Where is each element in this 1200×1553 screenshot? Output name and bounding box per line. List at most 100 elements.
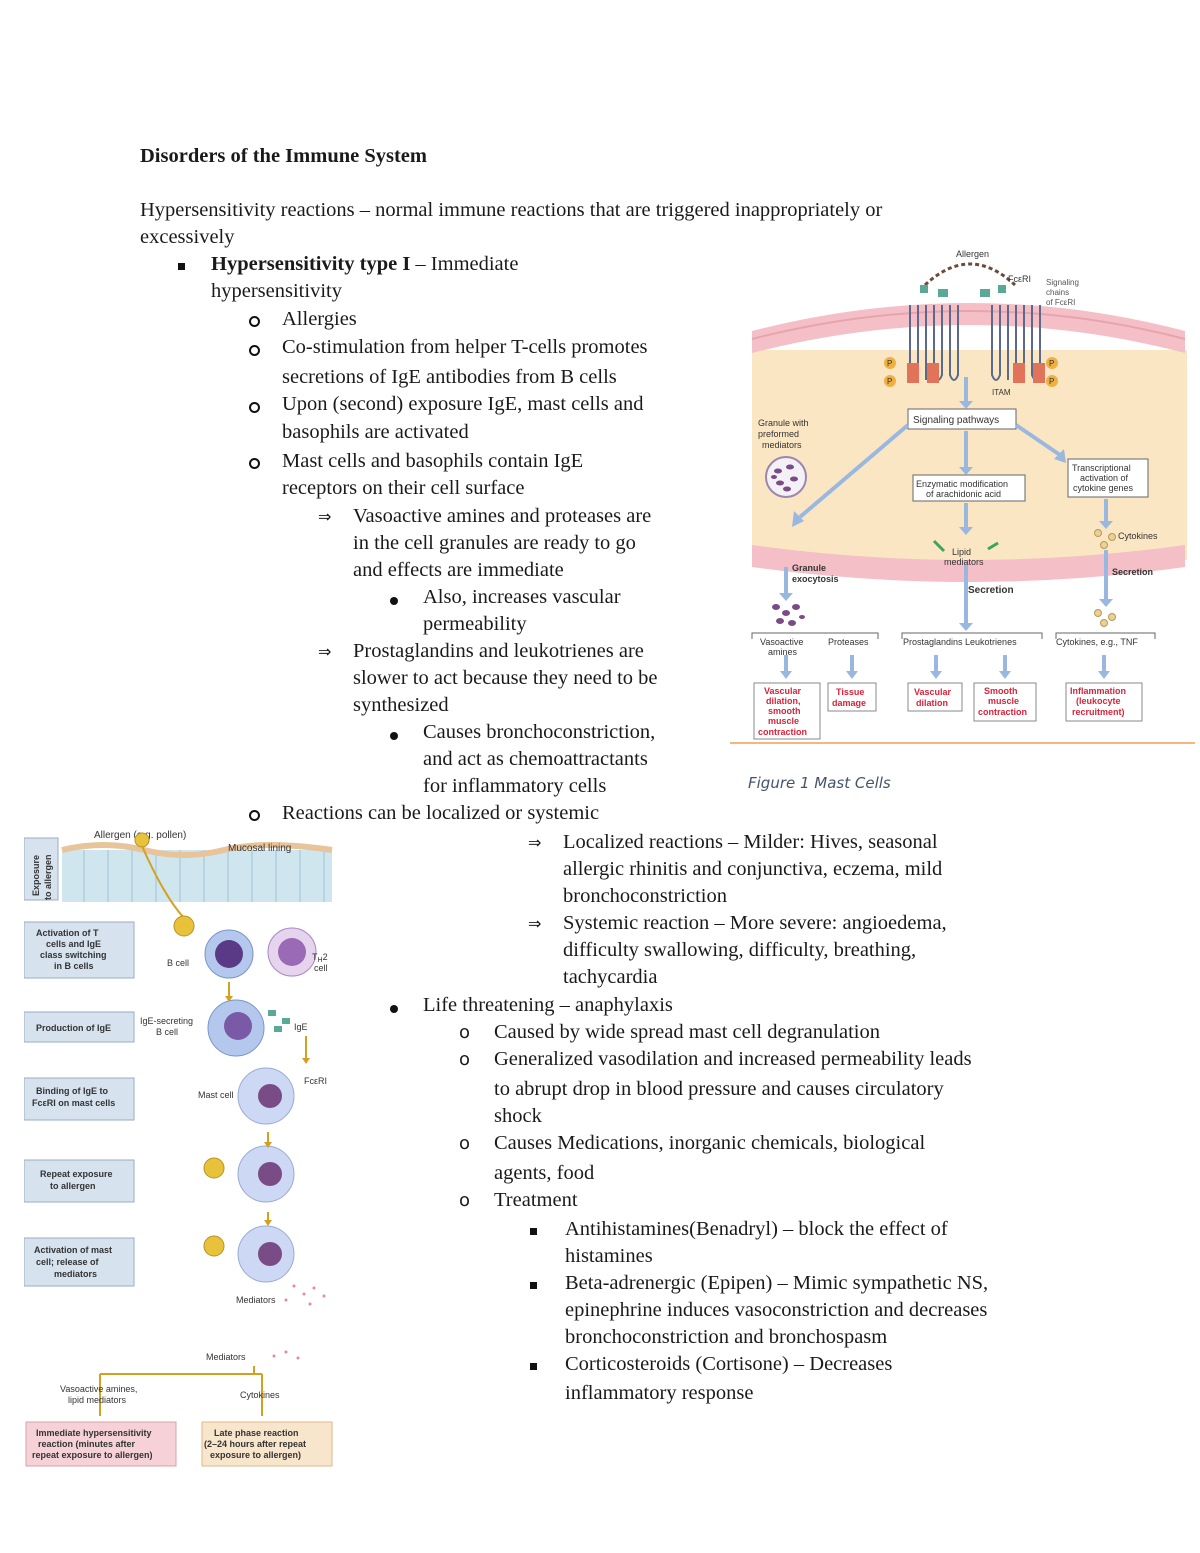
cytokine-dots-icon — [1094, 529, 1116, 627]
exposure-box — [24, 837, 59, 901]
signaling-chains-label: of FcεRI — [1046, 298, 1075, 307]
outcome-box — [827, 682, 877, 712]
intro-line-2: excessively — [140, 226, 235, 248]
list-item: Beta-adrenergic (Epipen) – Mimic sympath… — [565, 1272, 989, 1294]
circle-bullet-icon — [249, 802, 260, 829]
allergen-particle-icon — [173, 915, 195, 937]
step-label: Activation of mast — [34, 1245, 112, 1255]
bottom-membrane — [752, 545, 1185, 582]
secretion-label: Secretion — [968, 585, 1014, 596]
list-item: Reactions can be localized or systemic — [282, 802, 600, 824]
list-item: Caused by wide spread mast cell degranul… — [494, 1021, 880, 1043]
top-membrane — [752, 303, 1185, 353]
list-item: Antihistamines(Benadryl) – block the eff… — [565, 1218, 948, 1240]
outcome-label: Smooth — [984, 686, 1018, 696]
cytokines-label: Cytokines — [1118, 531, 1158, 541]
list-item: to abrupt drop in blood pressure and cau… — [494, 1078, 944, 1100]
itam-label: ITAM — [992, 388, 1011, 397]
th2-label: cell — [314, 963, 328, 973]
list-item: epinephrine induces vasoconstriction and… — [565, 1299, 988, 1321]
step-label: Production of IgE — [36, 1023, 111, 1033]
ige-antibody-icon — [268, 1010, 290, 1032]
svg-text:P: P — [887, 377, 892, 386]
list-item: Co-stimulation from helper T-cells promo… — [282, 336, 648, 358]
arrow-bullet-icon: ⇒ — [318, 642, 332, 661]
step-label: Activation of T — [36, 928, 99, 938]
circle-bullet-icon — [249, 337, 260, 364]
list-item: Treatment — [494, 1189, 578, 1211]
allergy-steps-figure: Allergen (e.g. pollen) Mucosal lining Ex… — [24, 830, 333, 1467]
granule-exocytosis-label: Granule — [792, 563, 826, 573]
outcome-label: dilation — [916, 698, 948, 708]
fceri-label: FcεRI — [1008, 274, 1031, 284]
outcome-label: muscle — [988, 696, 1019, 706]
late-label: (2–24 hours after repeat — [204, 1439, 306, 1449]
list-item: secretions of IgE antibodies from B cell… — [282, 366, 617, 388]
list-item: for inflammatory cells — [423, 775, 607, 797]
list-item: Mast cells and basophils contain IgE — [282, 450, 584, 472]
vasoactive-amines-label: Vasoactive — [760, 637, 803, 647]
th2-label: TH2 — [312, 952, 328, 964]
outcome-label: contraction — [758, 727, 807, 737]
cytokines-label: Cytokines — [240, 1390, 280, 1400]
list-item: Prostaglandins and leukotrienes are — [353, 640, 644, 662]
arrow-bullet-icon: ⇒ — [528, 914, 542, 933]
list-item: agents, food — [494, 1162, 595, 1184]
list-item: histamines — [565, 1245, 653, 1267]
step-label: class switching — [40, 950, 107, 960]
type1-heading-bold: Hypersensitivity type I — [211, 253, 411, 275]
type1-heading: Hypersensitivity type I – Immediate — [211, 251, 518, 278]
mucosal-label: Mucosal lining — [228, 843, 291, 854]
allergen-arc — [923, 262, 1017, 287]
outcome-label: smooth — [768, 706, 801, 716]
list-item: Causes Medications, inorganic chemicals,… — [494, 1132, 926, 1154]
granule-icon — [765, 456, 807, 498]
list-item: Generalized vasodilation and increased p… — [494, 1048, 972, 1070]
secretion-label: Secretion — [1112, 567, 1153, 577]
list-item: bronchoconstriction — [563, 885, 727, 907]
list-item: Life threatening – anaphylaxis — [423, 994, 673, 1016]
late-label: exposure to allergen) — [210, 1450, 301, 1460]
dot-bullet-icon — [390, 994, 398, 1021]
transcriptional-box — [1067, 458, 1149, 498]
lipid-mediator-icon — [932, 539, 999, 553]
type1-heading-rest: – Immediate — [410, 253, 519, 275]
transcriptional-label: activation of — [1080, 473, 1129, 483]
transcriptional-label: Transcriptional — [1072, 463, 1131, 473]
released-granules-icon — [772, 604, 805, 626]
outcome-box — [1065, 682, 1143, 722]
step-boxes — [24, 921, 135, 1287]
pathway-arrows — [779, 377, 1113, 679]
step-label: Repeat exposure — [40, 1169, 113, 1179]
granule-label: mediators — [762, 440, 802, 450]
mast-cell-icon — [237, 1067, 295, 1283]
signaling-pathways-box — [907, 408, 1017, 430]
list-item: allergic rhinitis and conjunctiva, eczem… — [563, 858, 943, 880]
allergen-label: Allergen — [956, 249, 989, 259]
phosphate-icon: P P P P — [884, 357, 1058, 387]
enzymatic-label: Enzymatic modification — [916, 479, 1008, 489]
granule-label: Granule with — [758, 418, 809, 428]
square-bullet-icon — [530, 1216, 537, 1243]
b-cell-label: B cell — [167, 958, 189, 968]
lipid-mediators-label: Lipid — [952, 547, 971, 557]
list-item: inflammatory response — [565, 1382, 754, 1404]
outcome-label: contraction — [978, 707, 1027, 717]
list-item: permeability — [423, 613, 527, 635]
vasoactive-label: Vasoactive amines, — [60, 1384, 137, 1394]
signaling-pathways-label: Signaling pathways — [913, 415, 999, 426]
mast-cell-figure: Allergen FcεRI Signaling chains of FcεRI… — [730, 249, 1195, 744]
list-item: and effects are immediate — [353, 559, 564, 581]
outcome-box — [907, 682, 963, 712]
list-item: Systemic reaction – More severe: angioed… — [563, 912, 947, 934]
step-label: FcεRI on mast cells — [32, 1098, 115, 1108]
enzymatic-label: of arachidonic acid — [926, 489, 1001, 499]
list-item: tachycardia — [563, 966, 658, 988]
list-item: and act as chemoattractants — [423, 748, 648, 770]
list-item: in the cell granules are ready to go — [353, 532, 636, 554]
mediators-label: Mediators — [236, 1295, 276, 1305]
list-item: difficulty swallowing, difficulty, breat… — [563, 939, 917, 961]
step-label: in B cells — [54, 961, 94, 971]
figure-caption: Figure 1 Mast Cells — [748, 774, 891, 792]
svg-text:P: P — [1049, 359, 1054, 368]
